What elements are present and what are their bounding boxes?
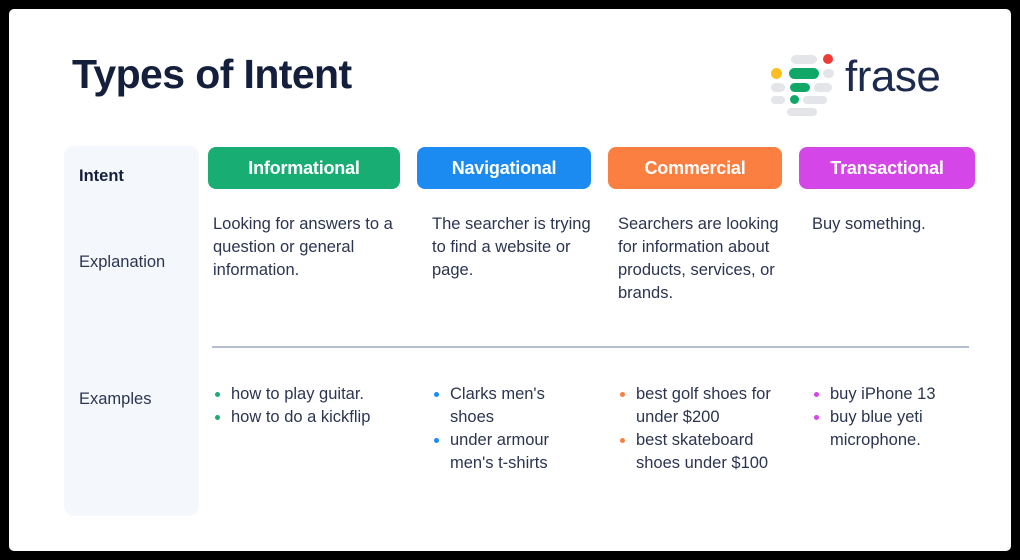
- badge-informational[interactable]: Informational: [208, 147, 400, 189]
- badge-commercial[interactable]: Commercial: [608, 147, 782, 189]
- list-item: how to play guitar.: [213, 383, 413, 406]
- rail-label-explanation: Explanation: [79, 253, 166, 271]
- examples-transactional: buy iPhone 13 buy blue yeti microphone.: [812, 383, 992, 452]
- frase-logo: frase: [769, 47, 979, 116]
- list-item: buy blue yeti microphone.: [812, 406, 992, 452]
- list-item: best skateboard shoes under $100: [618, 429, 796, 475]
- page-title: Types of Intent: [72, 51, 352, 97]
- section-divider: [212, 346, 969, 348]
- infographic-card: Types of Intent frase Intent Explanation: [9, 9, 1011, 551]
- list-item: Clarks men's shoes: [432, 383, 592, 429]
- explanation-commercial: Searchers are looking for information ab…: [618, 215, 779, 302]
- explanation-informational: Looking for answers to a question or gen…: [213, 215, 393, 279]
- intent-rail-panel: [64, 146, 199, 516]
- frase-wordmark: frase: [845, 52, 941, 101]
- examples-informational: how to play guitar. how to do a kickflip: [213, 383, 413, 429]
- explanation-navigational: The searcher is trying to find a website…: [432, 215, 591, 279]
- list-item: best golf shoes for under $200: [618, 383, 796, 429]
- rail-heading-intent: Intent: [79, 167, 124, 185]
- examples-commercial: best golf shoes for under $200 best skat…: [618, 383, 796, 475]
- badge-navigational[interactable]: Navigational: [417, 147, 591, 189]
- list-item: under armour men's t-shirts: [432, 429, 592, 475]
- list-item: how to do a kickflip: [213, 406, 413, 429]
- rail-label-examples: Examples: [79, 390, 152, 408]
- examples-navigational: Clarks men's shoes under armour men's t-…: [432, 383, 592, 475]
- frase-logo-mark: [769, 52, 834, 116]
- badge-transactional[interactable]: Transactional: [799, 147, 975, 189]
- explanation-transactional: Buy something.: [812, 215, 926, 233]
- list-item: buy iPhone 13: [812, 383, 992, 406]
